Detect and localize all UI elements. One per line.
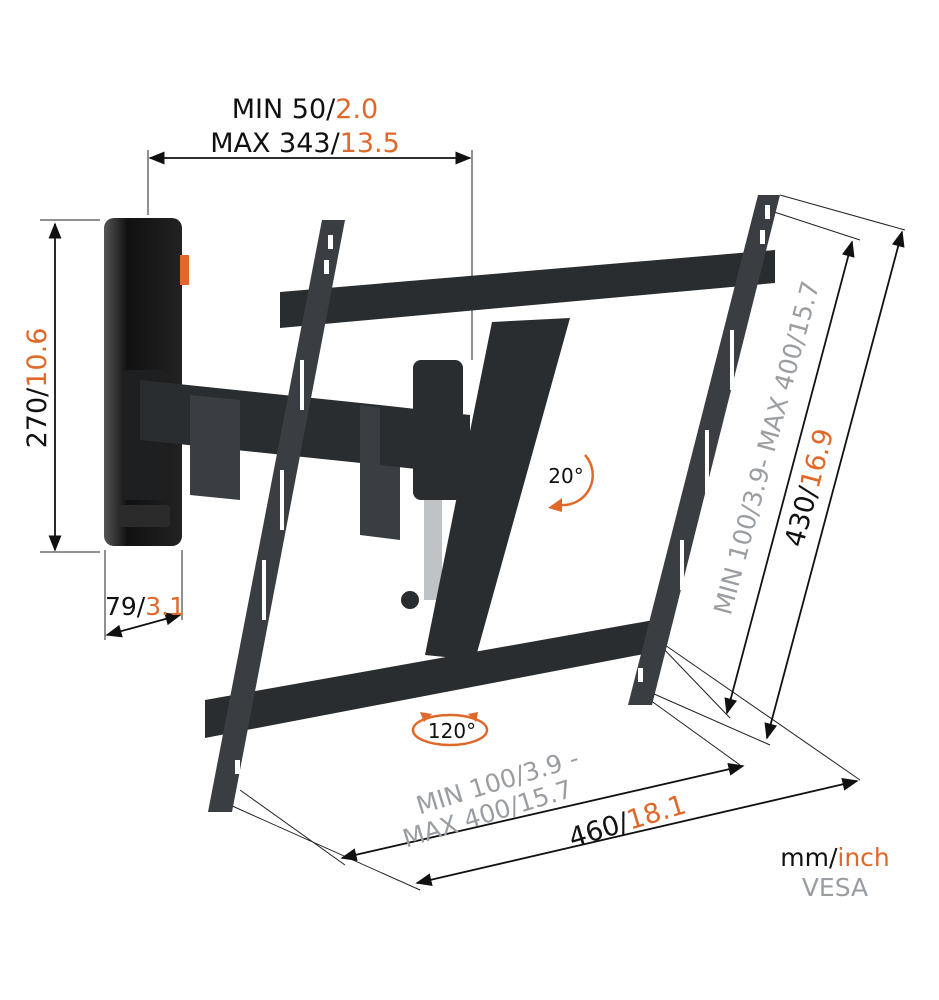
wall-plate-height-label: 270/10.6 xyxy=(22,328,53,449)
arm-depth-max-label: MAX 343/13.5 xyxy=(210,128,400,159)
units-legend: mm/inch xyxy=(780,843,890,872)
swivel-arrow-icon xyxy=(411,712,489,747)
orange-tab-icon xyxy=(180,255,189,285)
left-rail xyxy=(208,220,345,812)
swivel-angle-label: 120° xyxy=(428,719,476,743)
swing-arm xyxy=(140,360,470,609)
extension-lines xyxy=(40,150,906,891)
vesa-legend: VESA xyxy=(802,873,868,902)
arm-depth-min-label: MIN 50/2.0 xyxy=(232,94,378,125)
wall-plate-width-label: 79/3.1 xyxy=(105,592,185,621)
center-plate xyxy=(425,318,570,660)
dimension-lines xyxy=(48,151,905,887)
frame-width-label: 460/18.1 xyxy=(565,789,690,854)
tilt-arrow-icon xyxy=(548,454,594,512)
frame-height-label: 430/16.9 xyxy=(779,425,840,550)
tilt-angle-label: 20° xyxy=(548,464,583,488)
